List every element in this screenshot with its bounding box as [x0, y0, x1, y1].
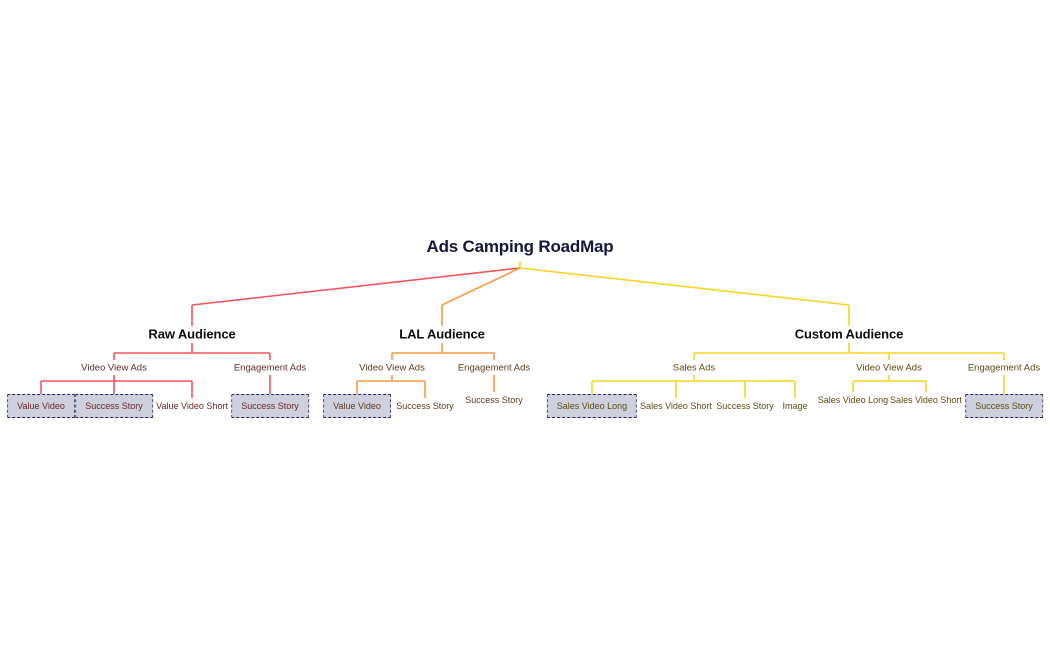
leaf-node[interactable]: Sales Video Short [640, 401, 712, 411]
group-label-lal-video-view-ads[interactable]: Video View Ads [359, 362, 425, 374]
leaf-node[interactable]: Success Story [396, 401, 454, 411]
leaf-node[interactable]: Image [782, 401, 808, 411]
leaf-node[interactable]: Value Video [323, 394, 391, 418]
group-label-raw-video-view-ads[interactable]: Video View Ads [81, 362, 147, 374]
branch-title-lal-audience[interactable]: LAL Audience [399, 326, 485, 342]
group-label-custom-sales-ads[interactable]: Sales Ads [672, 362, 716, 374]
leaf-node[interactable]: Sales Video Long [546, 394, 638, 418]
leaf-node[interactable]: Sales Video Long [817, 395, 889, 405]
leaf-node[interactable]: Success Story [965, 394, 1043, 418]
group-label-lal-engagement-ads[interactable]: Engagement Ads [457, 362, 531, 374]
leaf-node[interactable]: Value Video [7, 394, 75, 418]
root-title: Ads Camping RoadMap [426, 237, 614, 256]
leaf-node[interactable]: Value Video Short [156, 401, 228, 411]
group-label-custom-video-view-ads[interactable]: Video View Ads [856, 362, 922, 374]
leaf-node[interactable]: Success Story [75, 394, 153, 418]
leaf-node[interactable]: Success Story [465, 395, 523, 405]
leaf-node[interactable]: Success Story [231, 394, 309, 418]
group-label-custom-engagement-ads[interactable]: Engagement Ads [967, 362, 1041, 374]
branch-title-custom-audience[interactable]: Custom Audience [794, 326, 904, 342]
group-label-raw-engagement-ads[interactable]: Engagement Ads [233, 362, 307, 374]
leaf-node[interactable]: Success Story [716, 401, 774, 411]
branch-title-raw-audience[interactable]: Raw Audience [148, 326, 236, 342]
leaf-node[interactable]: Sales Video Short [890, 395, 962, 405]
